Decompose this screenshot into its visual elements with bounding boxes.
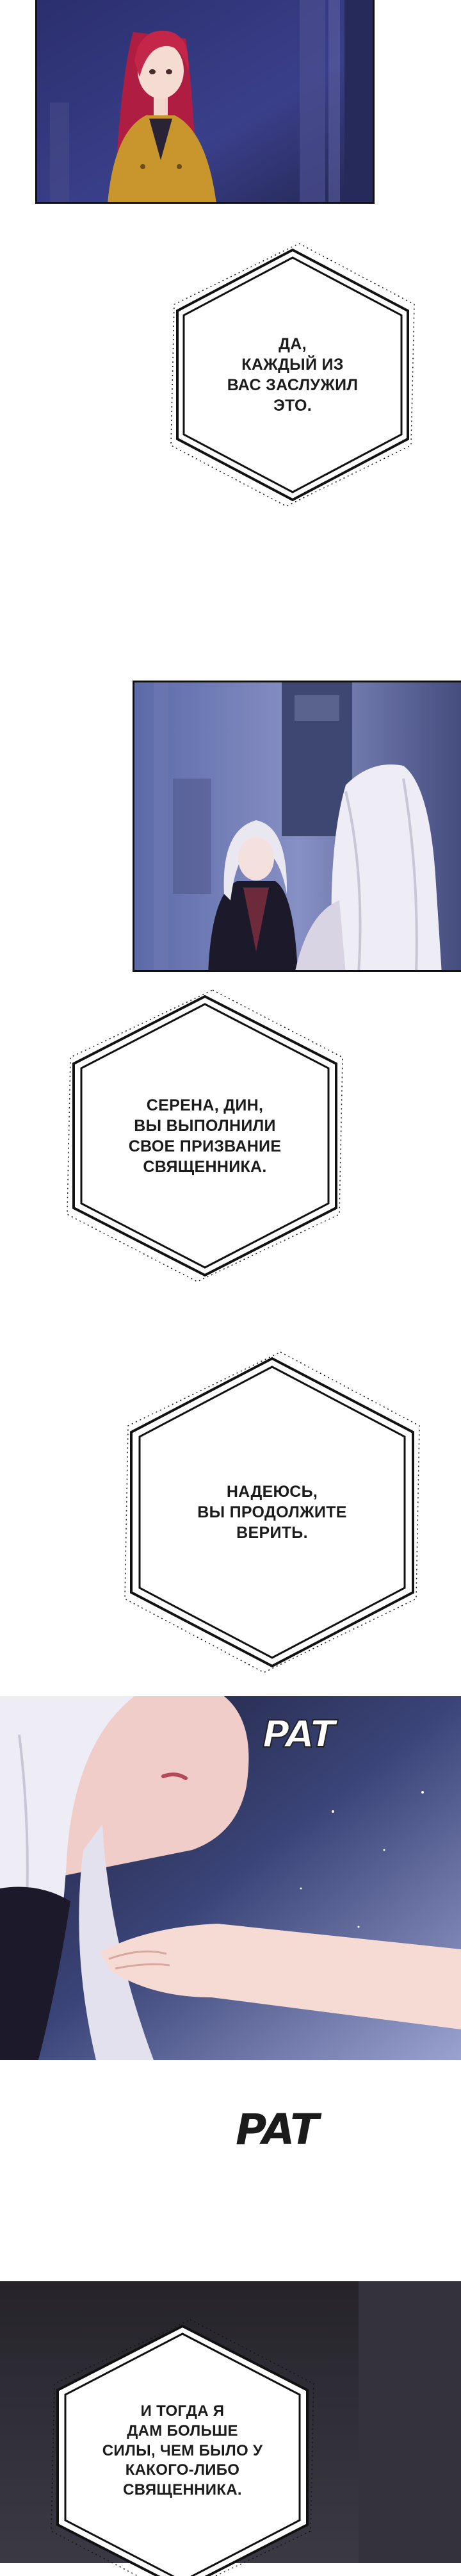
hexagon-bubble-frame xyxy=(67,989,343,1282)
panel-1-red-haired-woman xyxy=(35,0,375,204)
speech-bubble-4: И ТОГДА Я ДАМ БОЛЬШЕ СИЛЫ, ЧЕМ БЫЛО У КА… xyxy=(48,2319,317,2576)
panel-3-art xyxy=(0,1696,461,2060)
panel-2-silver-haired-pair xyxy=(133,681,461,972)
speech-bubble-1-text: ДА, КАЖДЫЙ ИЗ ВАС ЗАСЛУЖИЛ ЭТО. xyxy=(227,335,359,415)
panel-1-art xyxy=(37,0,373,202)
hexagon-bubble-frame xyxy=(124,1351,420,1673)
speech-bubble-3-text: НАДЕЮСЬ, ВЫ ПРОДОЛЖИТЕ ВЕРИТЬ. xyxy=(197,1483,347,1542)
sfx-pat-2: PAT xyxy=(236,2105,319,2154)
hexagon-bubble-frame xyxy=(170,243,415,507)
speech-bubble-2-text: СЕРЕНА, ДИН, ВЫ ВЫПОЛНИЛИ СВОЕ ПРИЗВАНИЕ… xyxy=(128,1096,282,1176)
panel-3-hand-closeup: PAT xyxy=(0,1696,461,2060)
sfx-pat-1: PAT xyxy=(262,1712,336,1756)
panel-2-art xyxy=(134,682,461,970)
speech-bubble-2: СЕРЕНА, ДИН, ВЫ ВЫПОЛНИЛИ СВОЕ ПРИЗВАНИЕ… xyxy=(64,989,346,1282)
speech-bubble-1: ДА, КАЖДЫЙ ИЗ ВАС ЗАСЛУЖИЛ ЭТО. xyxy=(168,243,417,507)
speech-bubble-4-text: И ТОГДА Я ДАМ БОЛЬШЕ СИЛЫ, ЧЕМ БЫЛО У КА… xyxy=(102,2402,263,2499)
hexagon-bubble-frame xyxy=(51,2319,314,2576)
speech-bubble-3: НАДЕЮСЬ, ВЫ ПРОДОЛЖИТЕ ВЕРИТЬ. xyxy=(122,1351,423,1673)
